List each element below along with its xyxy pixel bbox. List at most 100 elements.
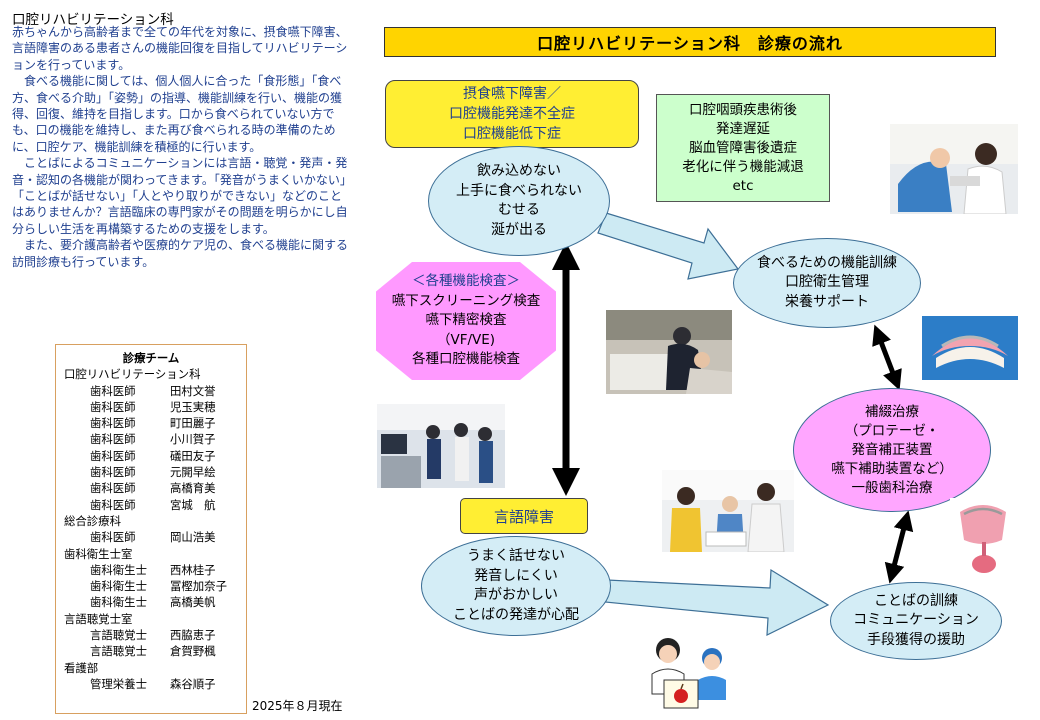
intro-text: 赤ちゃんから高齢者まで全ての年代を対象に、摂食嚥下障害、言語障害のある患者さんの… <box>12 24 352 270</box>
photo-child-speech-session-image <box>662 470 794 552</box>
swallow-disorder-label: 摂食嚥下障害／ 口腔機能発達不全症 口腔機能低下症 <box>385 80 639 148</box>
team-member: 歯科医師 田村文誉 <box>64 383 246 399</box>
prosthetic-item: 一般歯科治療 <box>851 479 933 496</box>
member-role: 歯科医師 <box>90 497 136 512</box>
swallow-label-line: 口腔機能発達不全症 <box>449 106 575 122</box>
team-title: 診療チーム <box>122 351 180 365</box>
speech-symptom: うまく話せない <box>467 548 565 564</box>
swallow-label-line: 口腔機能低下症 <box>463 126 561 142</box>
prosthetic-item: 補綴治療 <box>865 403 919 420</box>
speech-symptoms-ellipse: うまく話せない 発音しにくい 声がおかしい ことばの発達が心配 <box>421 536 611 636</box>
speech-symptom: 声がおかしい <box>474 587 558 603</box>
member-name: 冨樫加奈子 <box>170 579 227 594</box>
photo-palatal-prosthesis <box>922 316 1018 380</box>
photo-videofluoroscopy-room <box>377 404 505 488</box>
member-name: 岡山浩美 <box>170 530 216 545</box>
swallow-symptom: むせる <box>498 202 540 218</box>
exam-item: 嚥下精密検査 <box>425 312 507 329</box>
member-role: 歯科医師 <box>90 481 136 496</box>
swallow-symptoms-ellipse: 飲み込めない 上手に食べられない むせる 涎が出る <box>428 146 610 256</box>
member-role: 歯科医師 <box>90 432 136 447</box>
team-dept: 総合診療科 <box>64 513 121 528</box>
intro-heading: 口腔リハビリテーション科 <box>12 12 174 28</box>
cause-item: 老化に伴う機能減退 <box>682 158 804 175</box>
member-name: 児玉実穂 <box>170 399 216 414</box>
member-name: 元開早絵 <box>170 465 216 480</box>
training-item: 栄養サポート <box>785 293 869 310</box>
team-box: 診療チーム 口腔リハビリテーション科歯科医師田村文誉歯科医師児玉実穂歯科医師町田… <box>55 344 247 714</box>
prosthetic-item: 発音補正装置 <box>851 441 933 458</box>
member-name: 礒田友子 <box>170 448 216 463</box>
member-name: 田村文誉 <box>170 383 216 398</box>
training-item: 食べるための機能訓練 <box>757 254 897 271</box>
team-member: 歯科医師児玉実穂 <box>64 399 246 415</box>
member-role: 歯科医師 <box>90 383 136 398</box>
member-name: 森谷順子 <box>170 676 216 691</box>
intro-paragraph: ことばによるコミュニケーションには言語・聴覚・発声・発音・認知の各機能が関わって… <box>12 156 352 236</box>
team-member: 歯科医師 小川賀子 <box>64 431 246 447</box>
member-name: 倉賀野楓 <box>170 644 216 659</box>
as-of-date: 2025年８月現在 <box>252 699 343 713</box>
member-role: 歯科衛生士 <box>90 579 147 594</box>
team-dept: 歯科衛生士室 <box>64 546 133 561</box>
prosthetic-item: （プロテーゼ・ <box>844 422 940 439</box>
team-dept: 言語聴覚士室 <box>64 611 133 626</box>
photo-speech-appliance-image <box>950 498 1016 578</box>
intro-paragraph: 赤ちゃんから高齢者まで全ての年代を対象に、摂食嚥下障害、言語障害のある患者さんの… <box>12 25 348 72</box>
flow-arrow-speech-to-training <box>604 568 830 636</box>
member-role: 歯科医師 <box>90 416 136 431</box>
team-dept: 看護部 <box>64 660 99 675</box>
causes-box: 口腔咽頭疾患術後 発達遅延 脳血管障害後遺症 老化に伴う機能減退 etc <box>656 94 830 202</box>
cause-item: 発達遅延 <box>716 120 770 137</box>
speech-disorder-label: 言語障害 <box>460 498 588 534</box>
member-name: 西脇恵子 <box>170 628 216 643</box>
photo-child-feeding-therapy <box>890 124 1018 214</box>
flow-title: 口腔リハビリテーション科 診療の流れ <box>384 27 996 57</box>
member-role: 歯科医師 <box>90 448 136 463</box>
photo-bedside-examination-image <box>606 310 732 394</box>
team-member: 歯科医師岡山浩美 <box>64 529 246 545</box>
connector-training-prosthetics <box>872 324 902 391</box>
team-member: 言語聴覚士 倉賀野楓 <box>64 643 246 659</box>
speech-symptom: 発音しにくい <box>474 567 558 584</box>
photo-bedside-examination <box>606 310 732 394</box>
member-role: 歯科衛生士 <box>90 595 147 610</box>
swallow-label-line: 摂食嚥下障害／ <box>463 86 561 102</box>
photo-child-speech-session <box>662 470 794 552</box>
speech-training-item: 手段獲得の援助 <box>867 631 965 648</box>
speech-training-item: コミュニケーション <box>853 612 979 629</box>
cause-item: 脳血管障害後遺症 <box>689 139 797 156</box>
speech-training-item: ことばの訓練 <box>874 592 958 609</box>
intro-paragraph: また、要介護高齢者や医療的ケア児の、食べる機能に関する訪問診療も行っています。 <box>12 238 349 269</box>
team-member: 歯科医師 礒田友子 <box>64 448 246 464</box>
speech-symptom: ことばの発達が心配 <box>453 606 579 623</box>
illustration-speech-therapy-image <box>648 634 730 710</box>
cause-item: 口腔咽頭疾患術後 <box>689 101 797 118</box>
team-member: 歯科医師 町田麗子 <box>64 415 246 431</box>
cause-item: etc <box>732 177 754 194</box>
function-exams-octagon: ＜各種機能検査＞ 嚥下スクリーニング検査 嚥下精密検査 （VF/VE) 各種口腔… <box>376 262 556 380</box>
team-member: 歯科衛生士西林桂子 <box>64 562 246 578</box>
team-member: 管理栄養士森谷順子 <box>64 676 246 692</box>
swallow-symptom: 飲み込めない <box>477 163 561 179</box>
prosthetic-item: 嚥下補助装置など） <box>831 460 953 477</box>
member-role: 言語聴覚士 <box>90 644 147 659</box>
swallow-symptom: 涎が出る <box>491 221 547 238</box>
swallow-symptom: 上手に食べられない <box>456 182 582 199</box>
member-role: 歯科衛生士 <box>90 562 147 577</box>
team-dept: 口腔リハビリテーション科 <box>64 367 201 382</box>
illustration-speech-therapy <box>648 634 730 710</box>
prosthetic-treatment-ellipse: 補綴治療 （プロテーゼ・ 発音補正装置 嚥下補助装置など） 一般歯科治療 <box>793 388 991 512</box>
photo-speech-appliance <box>950 498 1016 578</box>
team-member: 歯科医師高橋育美 <box>64 480 246 496</box>
member-name: 小川賀子 <box>170 432 216 447</box>
flow-arrow-swallow-to-training <box>597 212 740 280</box>
training-item: 口腔衛生管理 <box>785 274 869 291</box>
exam-heading: ＜各種機能検査＞ <box>412 273 520 290</box>
member-name: 町田麗子 <box>170 416 216 431</box>
photo-palatal-prosthesis-image <box>922 316 1018 380</box>
team-member: 歯科医師元開早絵 <box>64 464 246 480</box>
exam-item: （VF/VE) <box>436 331 496 348</box>
eating-training-ellipse: 食べるための機能訓練 口腔衛生管理 栄養サポート <box>733 238 921 328</box>
